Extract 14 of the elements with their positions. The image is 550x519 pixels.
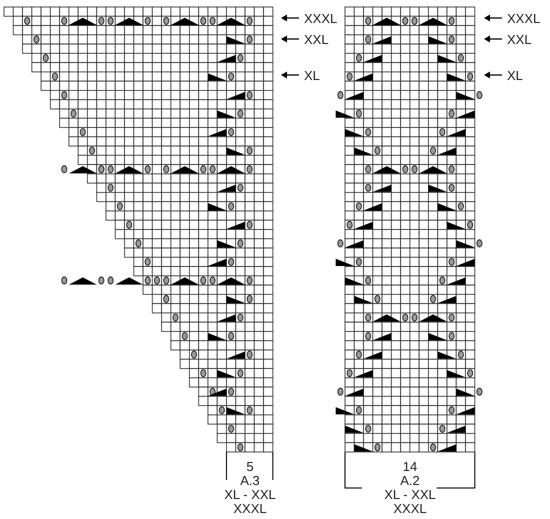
- size-label: XXXL: [393, 502, 427, 516]
- size-label: XXXL: [304, 12, 338, 26]
- size-label: XXXL: [233, 502, 267, 516]
- chart-name: A.3: [240, 474, 260, 488]
- size-label: XL - XXL: [224, 488, 276, 502]
- size-label: XL - XXL: [384, 488, 436, 502]
- chart-name: A.2: [400, 474, 420, 488]
- stitch-count: 14: [402, 460, 418, 474]
- size-label: XL: [304, 69, 320, 83]
- size-label: XXL: [507, 33, 532, 47]
- size-label: XXL: [304, 33, 329, 47]
- size-label: XL: [507, 69, 523, 83]
- stitch-count: 5: [246, 460, 254, 474]
- size-label: XXXL: [507, 12, 540, 26]
